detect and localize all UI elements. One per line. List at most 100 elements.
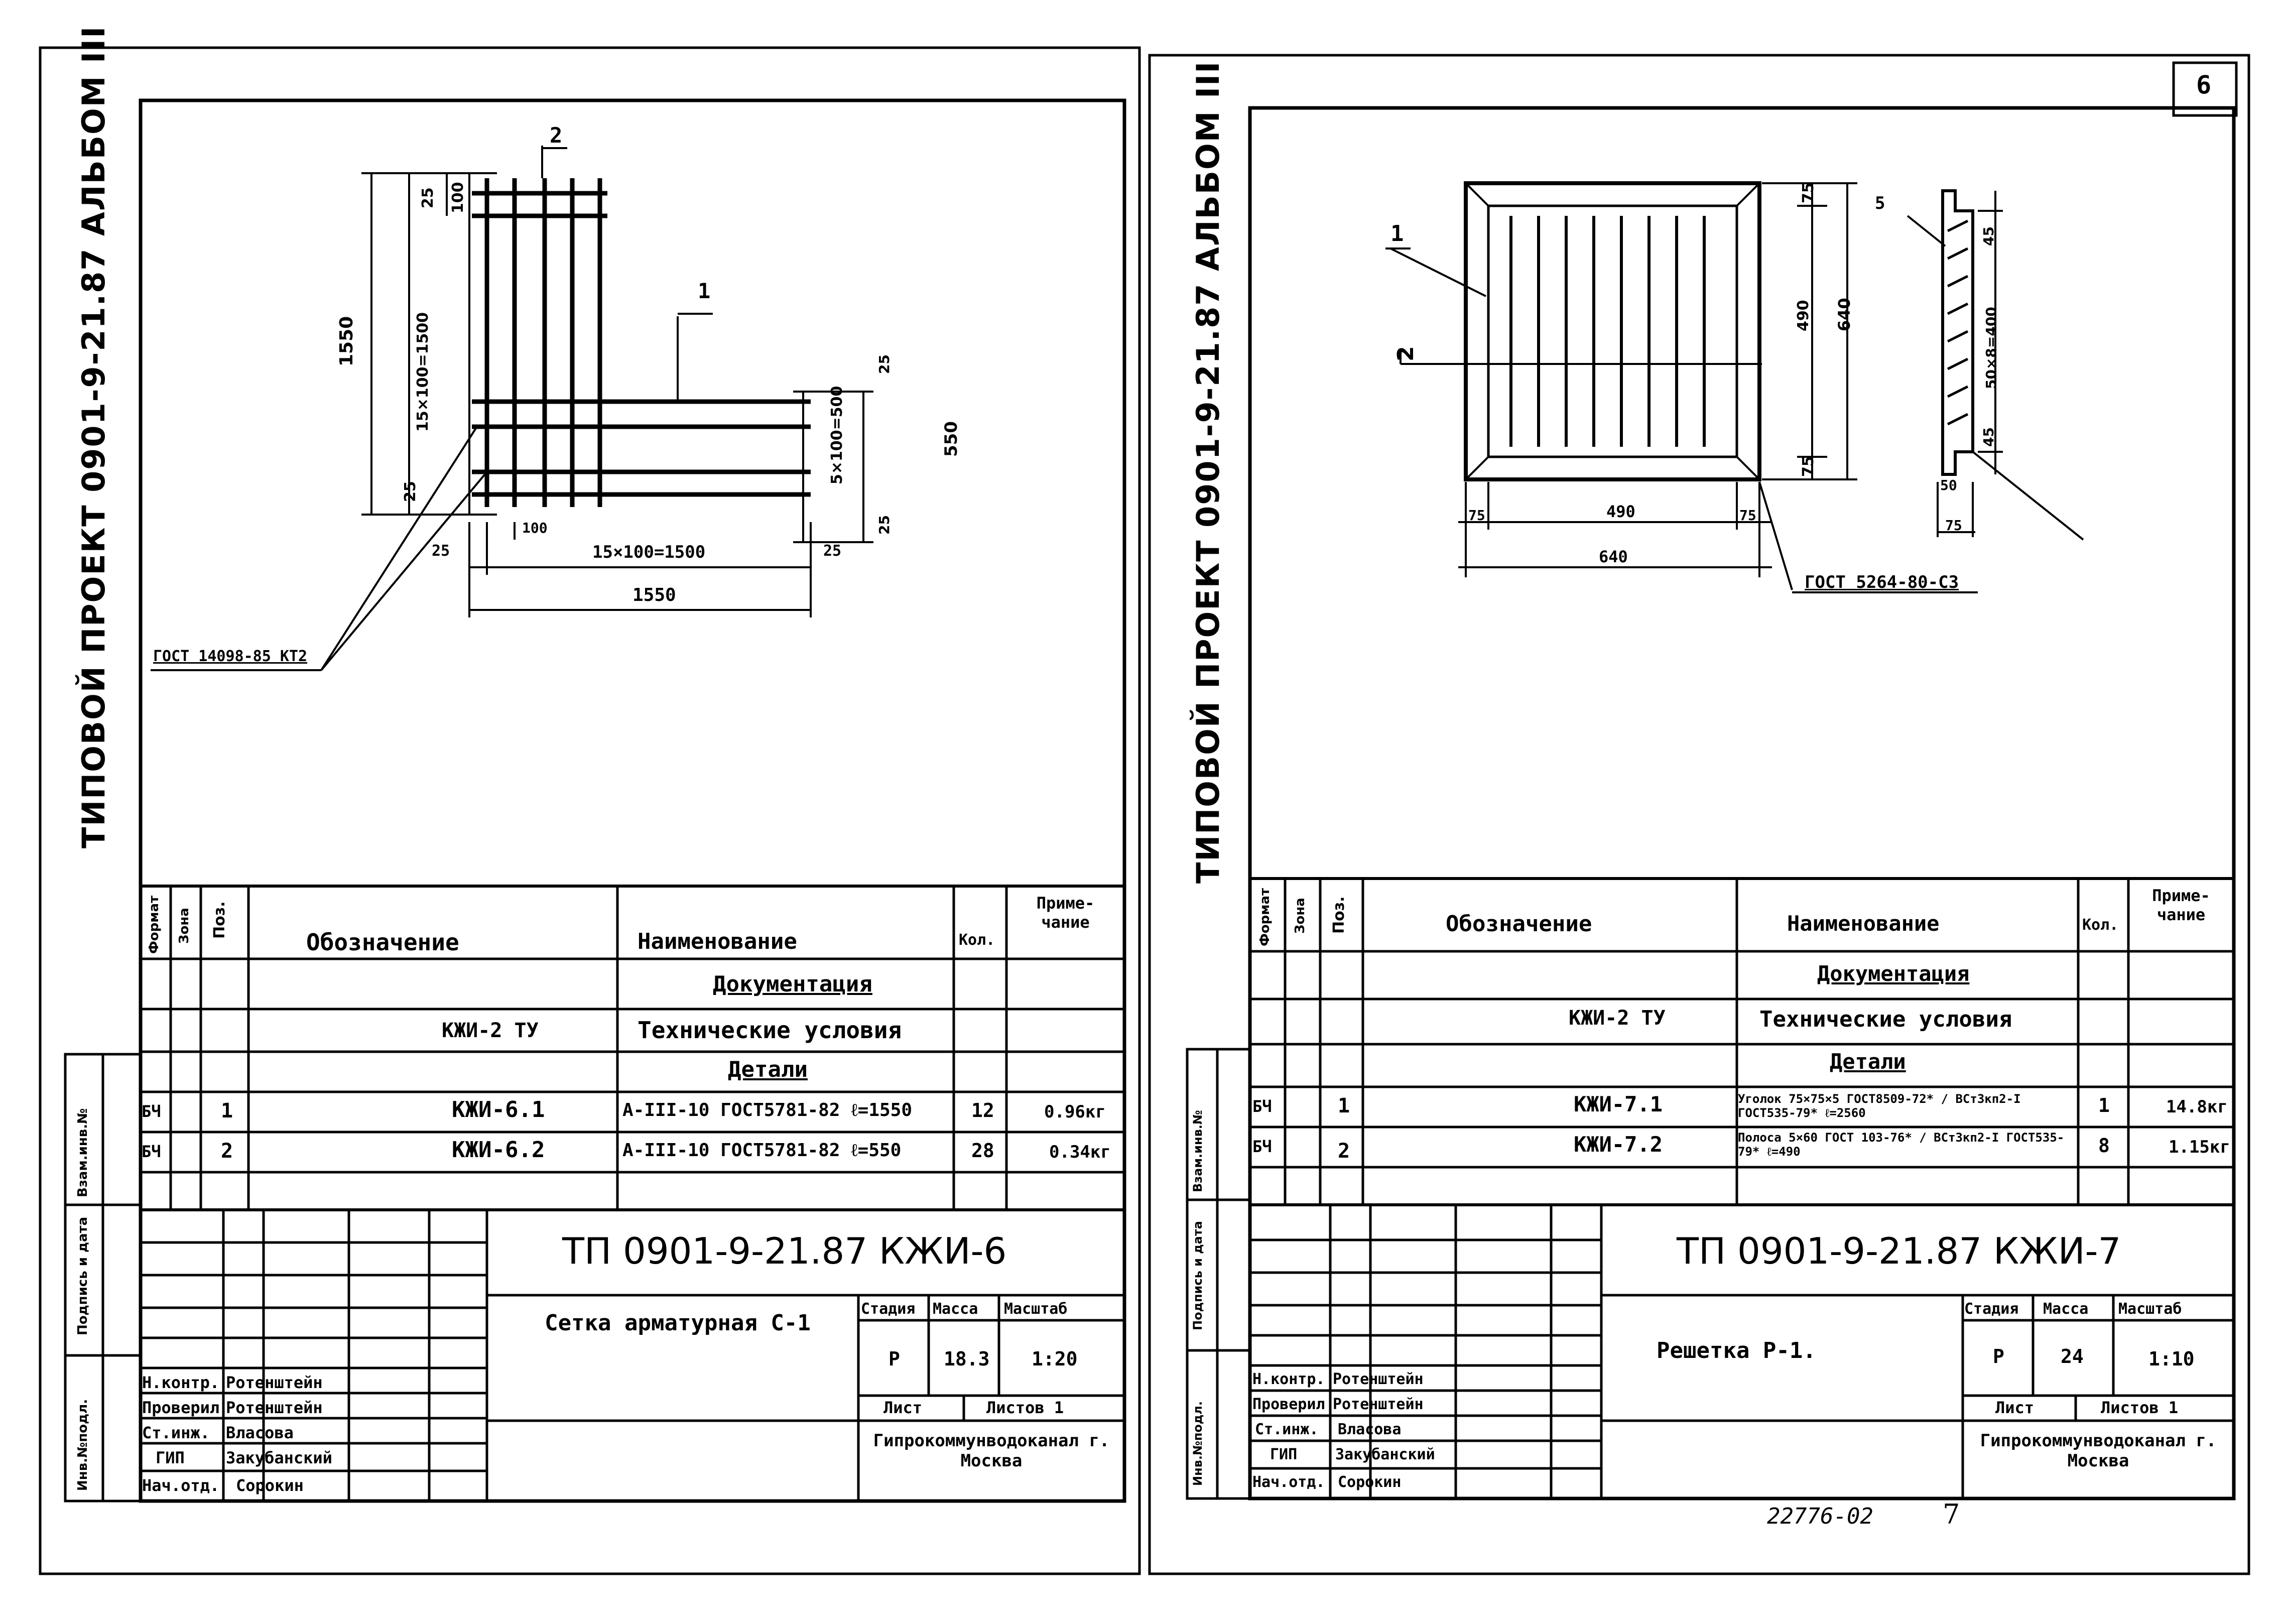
spec-header-qty-right: Кол. (2082, 916, 2119, 934)
stamp-scale-label-left: Масштаб (1004, 1300, 1068, 1318)
dim-100-top: 100 (449, 182, 467, 213)
side-label-sign-date-right: Подпись и дата (1191, 1221, 1205, 1330)
callout-1-left: 1 (698, 279, 711, 303)
stamp-role-5-left: Нач.отд. (142, 1476, 220, 1495)
stamp-sheets-label-right: Листов 1 (2101, 1398, 2179, 1417)
dim-25-right-bottom: 25 (876, 515, 893, 535)
stamp-sheet-label-right: Лист (1995, 1398, 2035, 1417)
dim-490-vertical: 490 (1795, 300, 1812, 331)
stamp-role-2-left: Проверил (142, 1398, 220, 1417)
gost-label-right: ГОСТ 5264-80-С3 (1805, 572, 1959, 592)
side-label-replace-inv: Взам.инв.№ (75, 1108, 90, 1197)
spec-header-zone: Зона (177, 908, 192, 944)
right-sheet-border (1148, 54, 2250, 1575)
stamp-role-2-right: Проверил (1252, 1396, 1325, 1413)
stamp-org-left: Гипрокоммунводоканал г. Москва (873, 1431, 1110, 1471)
spec-row-2-name: А-III-10 ГОСТ5781-82 ℓ=550 (622, 1140, 902, 1161)
dim-50x8-vertical: 50×8=400 (1983, 307, 1999, 389)
spec-row-tu-name-right: Технические условия (1759, 1007, 2012, 1032)
gost-label-left: ГОСТ 14098-85 КТ2 (153, 648, 308, 665)
spec-header-name-right: Наименование (1787, 911, 1940, 936)
bottom-doc-code: 22776-02 (1767, 1504, 1873, 1529)
dim-490-horizontal: 490 (1606, 502, 1635, 521)
stamp-stage-left: Р (889, 1348, 900, 1370)
dim-550-vertical: 550 (941, 421, 961, 457)
right-inner-frame (1248, 106, 2236, 1501)
spec-row-1-pos: 1 (221, 1099, 233, 1122)
spec-row-tu-designation-right: КЖИ-2 ТУ (1569, 1007, 1666, 1030)
stamp-name-1-right: Ротенштейн (1333, 1370, 1424, 1388)
callout-5: 5 (1875, 193, 1885, 213)
stamp-title-left: Сетка арматурная С-1 (545, 1310, 811, 1336)
stamp-mass-label-left: Масса (933, 1300, 978, 1318)
stamp-name-4-left: Закубанский (226, 1448, 332, 1467)
dim-25-right-top: 25 (876, 354, 893, 374)
dim-45-bottom: 45 (1980, 427, 1997, 447)
spec-row-2-name-right: Полоса 5×60 ГОСТ 103-76* / ВСт3кп2-I ГОС… (1738, 1131, 2065, 1159)
dim-45-top: 45 (1980, 226, 1997, 246)
spec-row-1-name: А-III-10 ГОСТ5781-82 ℓ=1550 (622, 1100, 913, 1120)
dim-640-vertical: 640 (1835, 298, 1854, 331)
stamp-scale-label-right: Масштаб (2118, 1300, 2182, 1318)
spec-row-1-qty: 12 (971, 1099, 994, 1121)
spec-header-designation: Обозначение (306, 929, 459, 956)
stamp-title-right: Решетка Р-1. (1657, 1338, 1816, 1363)
spec-row-tu-name: Технические условия (638, 1017, 902, 1044)
dim-25-horizontal: 25 (818, 547, 819, 548)
spec-row-2-designation-right: КЖИ-7.2 (1574, 1132, 1663, 1157)
spec-row-2-qty-right: 8 (2098, 1135, 2110, 1157)
spec-header-note: Приме- чание (1036, 894, 1095, 932)
album-header-right: ТИПОВОЙ ПРОЕКТ 0901-9-21.87 АЛЬБОМ III (1190, 60, 1226, 884)
spec-row-1-note-right: 14.8кг (2166, 1097, 2228, 1117)
stamp-sheets-label-left: Листов 1 (986, 1398, 1064, 1417)
dim-25-top: 25 (419, 187, 437, 208)
grate-drawing (1385, 181, 2084, 593)
stamp-stage-right: Р (1993, 1345, 2004, 1367)
spec-row-2-format-right: БЧ (1252, 1137, 1272, 1156)
spec-row-documentation-name: Документация (713, 971, 872, 997)
stamp-mass-left: 18.3 (944, 1348, 990, 1370)
spec-header-qty: Кол. (959, 931, 995, 949)
stamp-role-5-right: Нач.отд. (1252, 1473, 1325, 1491)
page-number-box (2172, 61, 2238, 117)
spec-header-zone-right: Зона (1293, 898, 1308, 934)
spec-row-1-pos-right: 1 (1338, 1094, 1350, 1117)
spec-row-1-format-right: БЧ (1252, 1097, 1272, 1116)
dim-25-lower-vertical: 25 (402, 481, 419, 502)
stamp-name-3-left: Власова (226, 1423, 294, 1442)
stamp-mass-label-right: Масса (2043, 1300, 2089, 1318)
spec-row-2-qty: 28 (971, 1140, 994, 1162)
left-sheet-border (39, 46, 1141, 1575)
stamp-code-right: ТП 0901-9-21.87 КЖИ-7 (1677, 1230, 2121, 1272)
stamp-name-1-left: Ротенштейн (226, 1373, 323, 1392)
spec-header-format: Формат (147, 895, 162, 954)
stamp-role-4-right: ГИП (1270, 1446, 1298, 1463)
mesh-drawing (151, 146, 873, 671)
stamp-name-2-right: Ротенштейн (1333, 1396, 1424, 1413)
stamp-scale-right: 1:10 (2148, 1348, 2195, 1370)
spec-row-1-qty-right: 1 (2098, 1094, 2110, 1116)
stamp-name-4-right: Закубанский (1335, 1446, 1435, 1463)
spec-row-2-format: БЧ (142, 1142, 161, 1161)
spec-row-1-format: БЧ (142, 1102, 161, 1121)
side-label-sign-date: Подпись и дата (75, 1216, 90, 1335)
stamp-mass-right: 24 (2061, 1345, 2084, 1367)
stamp-stage-label-right: Стадия (1964, 1300, 2019, 1318)
stamp-stage-label-left: Стадия (861, 1300, 916, 1318)
spec-header-name: Наименование (638, 929, 797, 954)
dim-75-top-right: 75 (1800, 182, 1817, 203)
spec-row-details-name-right: Детали (1830, 1049, 1906, 1074)
spec-row-2-note: 0.34кг (1049, 1142, 1111, 1162)
stamp-sheet-label-left: Лист (883, 1398, 923, 1417)
left-inner-frame (139, 98, 1126, 1503)
spec-row-2-pos-right: 2 (1338, 1140, 1350, 1163)
stamp-role-1-right: Н.контр. (1252, 1370, 1325, 1388)
spec-row-1-note: 0.96кг (1044, 1102, 1106, 1122)
dim-1550-horizontal: 1550 (632, 585, 676, 605)
stamp-code-left: ТП 0901-9-21.87 КЖИ-6 (562, 1230, 1007, 1272)
dim-75-right-bottom: 75 (1739, 507, 1756, 524)
side-label-inv-orig: Инв.№подл. (75, 1399, 90, 1491)
spec-header-pos-right: Поз. (1330, 896, 1348, 934)
dim-1550-vertical: 1550 (336, 316, 357, 366)
stamp-role-1-left: Н.контр. (142, 1373, 220, 1392)
